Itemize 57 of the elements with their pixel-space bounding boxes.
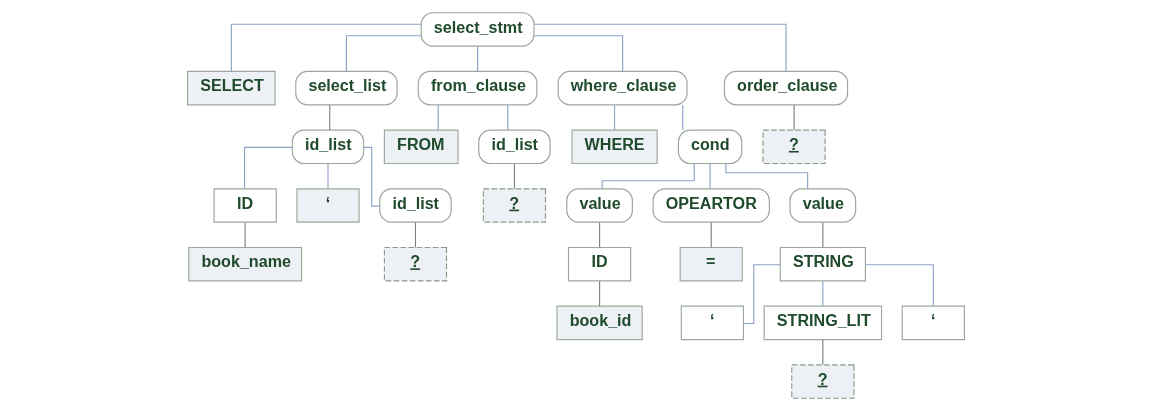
node-box: ? — [383, 246, 448, 282]
node-box: ID — [567, 246, 632, 282]
connector — [437, 104, 439, 131]
connector — [865, 264, 934, 307]
node-box: ‘ — [296, 188, 360, 223]
connector — [793, 104, 795, 131]
connector — [363, 146, 381, 207]
node-box: SELECT — [187, 70, 276, 106]
node-box: STRING — [779, 246, 866, 282]
connector — [599, 280, 601, 307]
connector — [345, 35, 422, 72]
connector — [513, 163, 515, 190]
connector — [682, 104, 684, 131]
node-box: where_clause — [557, 70, 688, 106]
connector — [244, 146, 293, 190]
connector — [599, 221, 601, 249]
connector — [709, 163, 711, 190]
node-box: book_id — [556, 305, 643, 341]
connector — [613, 104, 616, 131]
node-box: WHERE — [571, 129, 658, 165]
node-box: id_list — [478, 129, 551, 165]
node-box: ? — [762, 129, 826, 165]
node-box: OPEARTOR — [652, 188, 770, 223]
node-box: ? — [482, 188, 547, 223]
node-box: value — [566, 188, 633, 223]
node-box: id_list — [291, 129, 365, 165]
connector — [477, 45, 479, 72]
node-box: cond — [677, 129, 743, 165]
node-box: book_name — [188, 246, 303, 282]
node-box: ? — [791, 364, 855, 399]
node-box: STRING_LIT — [763, 305, 883, 341]
node-box: select_list — [295, 70, 398, 106]
connector — [414, 221, 417, 249]
node-box: ID — [213, 188, 277, 223]
node-box: FROM — [383, 129, 459, 165]
connector — [710, 221, 712, 249]
node-box: ‘ — [901, 305, 965, 341]
node-box: id_list — [379, 188, 452, 223]
connector — [244, 221, 246, 249]
connector — [743, 264, 781, 325]
node-box: from_clause — [417, 70, 538, 106]
connector — [230, 23, 422, 72]
node-box: order_clause — [723, 70, 849, 106]
connector — [507, 104, 509, 131]
connector — [533, 35, 624, 72]
connector — [822, 221, 824, 249]
node-box: select_stmt — [420, 12, 535, 47]
connector — [601, 163, 695, 190]
node-box: value — [789, 188, 857, 223]
connector — [533, 23, 787, 72]
node-box: ‘ — [680, 305, 744, 341]
connector — [725, 163, 809, 190]
connector — [822, 280, 824, 307]
connector — [327, 163, 329, 190]
node-box: = — [679, 246, 743, 282]
connector — [329, 104, 331, 131]
connector — [822, 339, 824, 366]
